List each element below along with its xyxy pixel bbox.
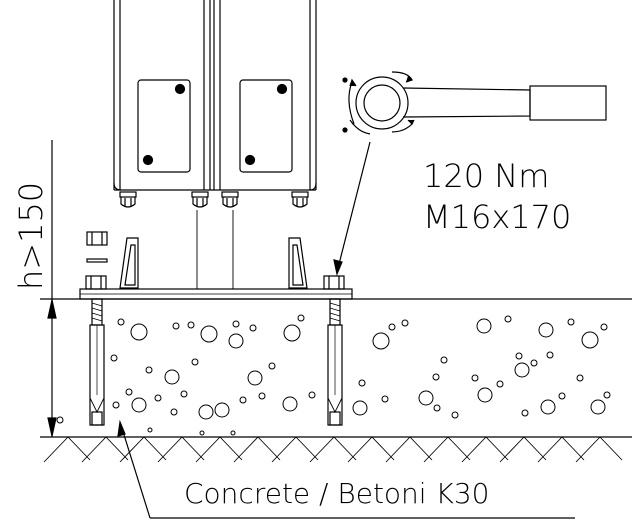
concrete-block <box>40 298 632 438</box>
height-dimension <box>47 140 57 437</box>
bolt-size-label: M16x170 <box>423 198 571 236</box>
cable-glands <box>119 191 309 208</box>
electrical-boxes <box>137 79 293 173</box>
screw-icon <box>276 83 288 95</box>
screw-icon <box>142 154 154 166</box>
screw-icon <box>174 83 186 95</box>
screw-icon <box>244 154 256 166</box>
base-plate <box>79 288 353 300</box>
torque-wrench-icon <box>342 71 607 135</box>
bolt-nuts <box>85 275 345 290</box>
anchor-bolt-left <box>89 298 105 426</box>
wrench-leader <box>333 141 371 277</box>
concrete-label: Concrete / Betoni K30 <box>184 477 489 510</box>
column <box>113 0 317 191</box>
concrete-leader <box>117 419 575 519</box>
cables <box>196 210 234 290</box>
torque-label: 120 Nm <box>423 157 549 195</box>
base-flanges <box>119 237 308 289</box>
ground-hatch <box>43 436 623 463</box>
nut-and-washer-icon <box>86 231 108 263</box>
anchor-bolt-right <box>327 298 343 426</box>
concrete-aggregate <box>56 314 611 436</box>
height-label: h>150 <box>12 182 50 290</box>
